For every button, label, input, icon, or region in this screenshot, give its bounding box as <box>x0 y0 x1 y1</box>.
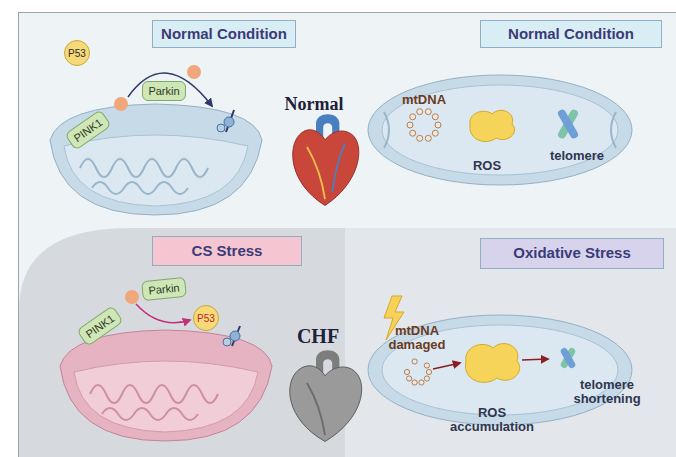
coronary <box>307 147 325 199</box>
coronary <box>332 143 345 192</box>
label-text: mtDNA damaged <box>384 324 450 353</box>
mito-inner <box>382 85 618 175</box>
label-text: Normal <box>285 94 344 115</box>
label-text: mtDNA <box>402 93 446 107</box>
receptor-symbol <box>217 110 234 132</box>
label-text: telomere shortening <box>564 378 650 407</box>
receptor-ball <box>230 331 240 341</box>
bead <box>432 114 438 120</box>
chromatid <box>557 108 580 140</box>
node-text: P53 <box>197 313 215 324</box>
chromosome <box>557 108 580 140</box>
oxidative-ground <box>345 228 676 457</box>
cristae <box>80 159 208 177</box>
cristae <box>90 385 218 403</box>
condition-header: Normal Condition <box>480 20 662 48</box>
node-text: Normal Condition <box>161 26 287 43</box>
mito-outer <box>60 330 272 441</box>
bead <box>404 369 409 374</box>
node-text: Parkin <box>148 85 179 97</box>
mitochondrion <box>368 75 632 185</box>
label-text: telomere <box>550 149 604 163</box>
heart-label: Normal <box>285 94 344 115</box>
pink1-dot <box>125 290 139 304</box>
parkin-dot <box>187 65 201 79</box>
protein-circle: P53 <box>193 305 219 331</box>
recruit-arrow <box>128 73 212 106</box>
mtdna-ring <box>407 109 441 142</box>
bead <box>417 135 423 141</box>
bead <box>425 109 431 115</box>
receptor-ball <box>217 124 225 132</box>
mtdna-ring <box>404 359 431 385</box>
receptor-symbol <box>223 326 240 346</box>
chromatid <box>559 347 576 370</box>
organelle-label: telomere shortening <box>564 378 650 407</box>
stress-header: CS Stress <box>152 236 302 266</box>
bead <box>419 380 424 385</box>
bead <box>435 122 441 128</box>
bead <box>412 359 417 364</box>
bead <box>432 130 438 136</box>
label-text: CHF <box>297 325 339 348</box>
label-text: ROS <box>473 159 501 173</box>
cristae <box>92 182 188 194</box>
panel-ground <box>19 13 676 457</box>
bead <box>424 376 429 381</box>
label-text: ROS accumulation <box>442 406 542 435</box>
node-text: Parkin <box>148 281 180 296</box>
ros-blob <box>466 344 520 383</box>
bead <box>407 122 413 128</box>
bead <box>426 369 431 374</box>
protein-tag: Parkin <box>142 81 186 101</box>
protein-circle: P53 <box>64 40 90 66</box>
coronary <box>307 383 325 435</box>
mito-inner <box>74 361 258 432</box>
bead <box>407 376 412 381</box>
organelle-label: ROS accumulation <box>442 406 542 435</box>
receptor-ball <box>224 117 234 127</box>
node-text: P53 <box>68 48 86 59</box>
stress-ground <box>19 228 676 457</box>
cristae <box>384 112 389 148</box>
heart-failing <box>290 350 362 441</box>
pink1-dot <box>114 97 128 111</box>
bead <box>412 380 417 385</box>
bead <box>417 109 423 115</box>
bead <box>424 363 429 368</box>
receptor-ball <box>223 338 231 346</box>
process-arrow <box>433 363 460 369</box>
process-arrow <box>522 359 548 360</box>
bead <box>425 135 431 141</box>
node-text: Oxidative Stress <box>513 245 631 262</box>
node-text: Normal Condition <box>508 26 634 43</box>
heart-normal <box>293 114 359 205</box>
mitochondrion <box>50 104 262 215</box>
condition-header: Normal Condition <box>152 20 296 48</box>
node-text: CS Stress <box>192 243 263 260</box>
chromatid <box>557 108 580 140</box>
mito-inner <box>64 135 248 206</box>
organelle-label: ROS <box>473 159 501 173</box>
mitochondrion <box>60 330 272 441</box>
cristae <box>102 408 198 420</box>
mito-outer <box>368 75 632 185</box>
organelle-label: mtDNA <box>402 93 446 107</box>
organelle-label: mtDNA damaged <box>384 324 450 353</box>
heart-body <box>290 366 362 442</box>
cristae <box>611 112 616 148</box>
bead <box>410 130 416 136</box>
bead <box>410 114 416 120</box>
recruit-arrow <box>136 304 190 323</box>
organelle-label: telomere <box>550 149 604 163</box>
ros-blob <box>470 110 515 141</box>
heart-label: CHF <box>297 325 339 348</box>
chromatid <box>559 347 576 370</box>
chromosome <box>559 347 576 370</box>
mito-outer <box>50 104 262 215</box>
heart-body <box>293 130 359 206</box>
stress-header: Oxidative Stress <box>480 238 664 269</box>
